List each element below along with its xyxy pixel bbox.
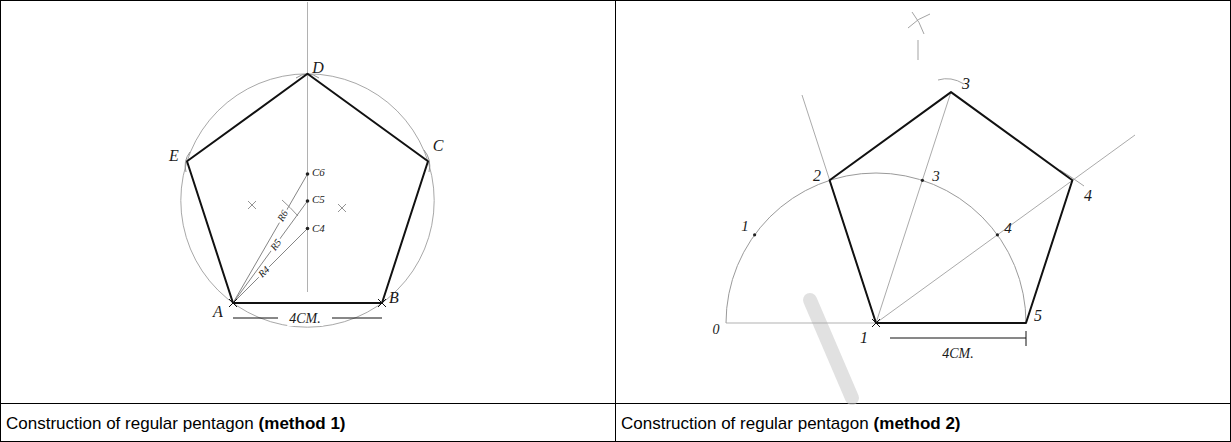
- tick-mark: [378, 299, 386, 307]
- dimension-label: 4CM.: [287, 312, 323, 326]
- point-label: C5: [312, 194, 325, 205]
- tick-mark: [378, 299, 386, 307]
- pentagon-outline: [830, 92, 1073, 323]
- method-2-drawing: [726, 12, 1135, 398]
- centre-point: [306, 227, 310, 231]
- caption-method: (method 2): [874, 415, 961, 432]
- vertex-label: E: [169, 148, 179, 164]
- vertex-number: 5: [1034, 308, 1042, 324]
- point-label: C4: [312, 223, 325, 234]
- construction-line: [876, 92, 951, 323]
- radius-label: R4: [255, 263, 273, 281]
- vertex-number: 1: [860, 330, 868, 346]
- centre-point: [306, 199, 310, 203]
- tick-mark: [872, 319, 880, 327]
- tick-mark: [872, 319, 880, 327]
- vertex-label: D: [312, 60, 324, 76]
- tick-mark: [229, 299, 237, 307]
- division-number: 1: [741, 219, 749, 234]
- semicircle: [726, 173, 1026, 323]
- method-1-drawing: [181, 2, 434, 327]
- dimension-line: [890, 338, 1026, 339]
- arc-marks: [908, 12, 1084, 186]
- construction-line: [918, 40, 919, 60]
- vertex-number: 4: [1084, 188, 1092, 204]
- point-label: C6: [312, 167, 325, 178]
- caption-text: Construction of regular pentagon: [621, 415, 869, 432]
- division-point: [921, 179, 924, 182]
- cross-mark: [338, 204, 346, 212]
- dimension-marks: [872, 319, 1026, 346]
- radius-label: R6: [275, 207, 291, 225]
- arc-mark: [908, 14, 930, 28]
- tick-mark: [229, 299, 237, 307]
- cell-divider: [615, 0, 616, 442]
- construction-line: [876, 135, 1135, 323]
- pentagon-outline: [187, 74, 428, 303]
- perpendicular-bisector: [307, 2, 308, 292]
- extended-base: [726, 323, 876, 324]
- cross-mark: [338, 204, 346, 212]
- vertex-label: B: [389, 290, 399, 306]
- division-points: [753, 179, 999, 237]
- dimension-line: [332, 318, 382, 319]
- centre-points: [306, 172, 310, 230]
- vertex-number: 2: [813, 168, 821, 184]
- division-point: [996, 233, 999, 236]
- division-point: [753, 233, 756, 236]
- row-divider: [0, 403, 1231, 404]
- bisector-marks: [185, 74, 430, 216]
- arc-mark: [938, 79, 964, 84]
- division-number: 3: [932, 169, 940, 184]
- pencil-smudge: [810, 300, 852, 398]
- vertex-label: C: [433, 138, 444, 154]
- arc-mark: [912, 12, 924, 34]
- cross-mark: [248, 201, 256, 209]
- vertex-number: 3: [962, 76, 970, 92]
- dimension-line: [233, 318, 278, 319]
- radius-line: [233, 201, 308, 303]
- caption-method: (method 1): [259, 415, 346, 432]
- vertex-label: A: [213, 304, 223, 320]
- cross-mark: [248, 201, 256, 209]
- centre-point: [306, 172, 310, 176]
- division-number: 4: [1004, 221, 1012, 236]
- radius-line: [233, 174, 308, 303]
- division-number: 0: [713, 323, 720, 337]
- radius-label: R5: [267, 236, 284, 254]
- caption-text: Construction of regular pentagon: [6, 415, 254, 432]
- dimension-label: 4CM.: [942, 347, 974, 361]
- radius-line: [233, 229, 308, 304]
